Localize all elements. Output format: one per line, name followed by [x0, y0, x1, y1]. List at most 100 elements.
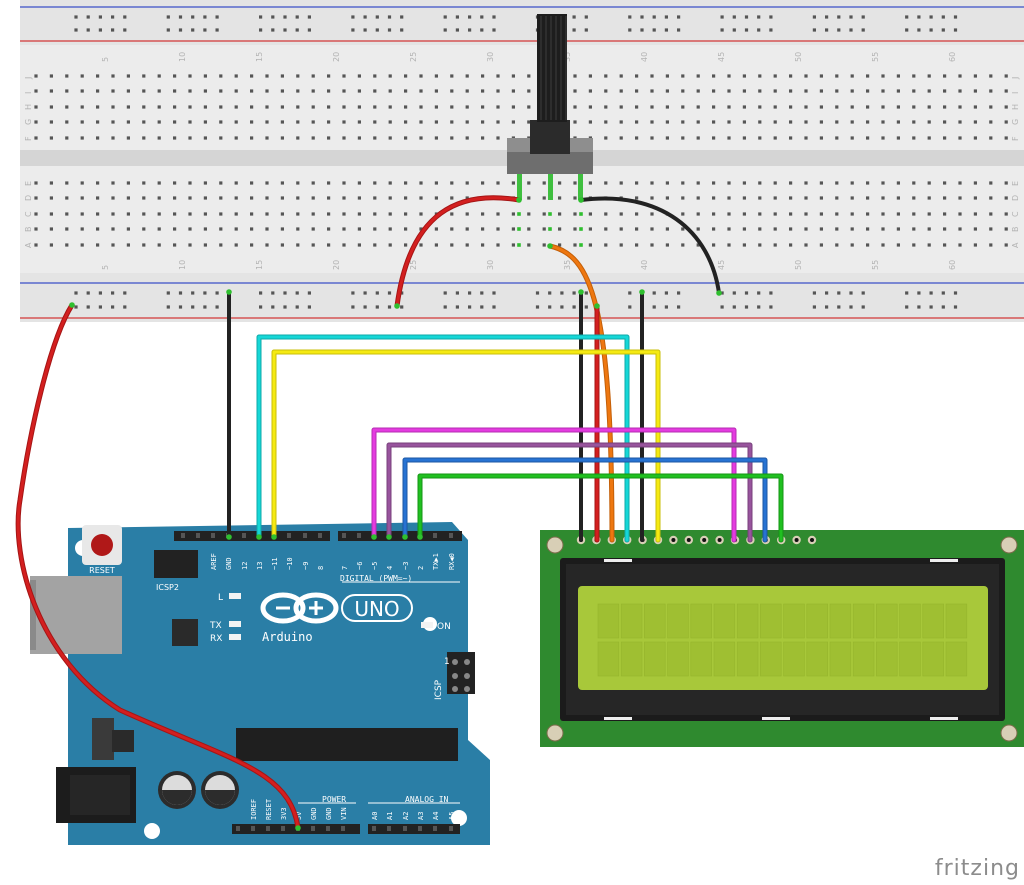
power-pin-label: GND: [310, 807, 318, 820]
breadboard-row-label: J: [24, 77, 33, 80]
breadboard-col-label: 50: [794, 52, 803, 62]
led-on: [421, 622, 433, 628]
led-l: [229, 593, 241, 599]
icsp-header: [447, 652, 475, 694]
breadboard-col-label: 5: [101, 265, 110, 270]
breadboard-col-label: 35: [563, 52, 572, 62]
mount-hole: [451, 810, 467, 826]
breadboard-col-label: 45: [717, 52, 726, 62]
top-pin-label: 7: [341, 566, 349, 570]
mount-hole: [144, 823, 160, 839]
wire-black-pot: [579, 196, 721, 295]
top-pin-label: TX▶1: [432, 553, 440, 570]
breadboard-col-label: 60: [948, 260, 957, 270]
breadboard-col-label: 55: [871, 260, 880, 270]
usb-chip: [172, 619, 198, 646]
reset-button-cap[interactable]: [91, 534, 113, 556]
breadboard-col-label: 5: [101, 57, 110, 62]
breadboard-col-label: 10: [178, 52, 187, 62]
breadboard-row-label: G: [1011, 119, 1020, 125]
breadboard-col-label: 25: [409, 260, 418, 270]
top-pin-label: ~11: [271, 557, 279, 570]
breadboard-col-label: 20: [332, 52, 341, 62]
arduino-board: [68, 522, 490, 845]
breadboard-row-label: B: [1011, 227, 1020, 233]
top-pin-label: 8: [317, 566, 325, 570]
breadboard-row-label: C: [24, 211, 33, 217]
analog-pin-label: A3: [417, 812, 425, 820]
breadboard-row-label: H: [1011, 104, 1020, 110]
top-pin-label: ~5: [371, 562, 379, 570]
arduino-text: Arduino: [262, 630, 313, 644]
wire-endpoints: [69, 197, 722, 831]
power-pin-label: VIN: [340, 807, 348, 820]
mount-hole: [546, 724, 564, 742]
breadboard-col-label: 30: [486, 260, 495, 270]
digital-label: DIGITAL (PWM=~): [340, 574, 412, 583]
led-l-label: L: [218, 593, 223, 603]
uno-badge: [341, 594, 413, 622]
top-pin-label: 13: [256, 562, 264, 570]
breadboard-row-label: F: [24, 136, 33, 141]
breadboard-col-label: 15: [255, 260, 264, 270]
uno-text: UNO: [354, 597, 399, 621]
breadboard-row-label: D: [24, 195, 33, 201]
usb-connector: [30, 576, 122, 654]
breadboard-row-label: D: [1011, 195, 1020, 201]
lcd-module: [540, 530, 1024, 747]
icsp-pin1-label: 1: [444, 657, 450, 667]
potentiometer: [507, 14, 593, 200]
wires: [15, 195, 784, 831]
mount-hole: [546, 536, 564, 554]
breadboard-col-label: 20: [332, 260, 341, 270]
breadboard-row-label: A: [24, 242, 33, 248]
voltage-regulator: [92, 718, 114, 760]
breadboard-col-label: 55: [871, 52, 880, 62]
breadboard-labels: 5510101515202025253030353540404545505055…: [24, 52, 1020, 270]
wire-cyan-pin12: [256, 334, 630, 543]
top-pin-label: ~10: [286, 557, 294, 570]
top-pin-label: ~9: [302, 562, 310, 570]
led-rx: [229, 634, 241, 640]
power-pin-label: RESET: [265, 798, 273, 820]
led-tx-label: TX: [209, 621, 222, 631]
top-pin-label: 12: [241, 562, 249, 570]
potentiometer-knob[interactable]: [537, 14, 567, 122]
power-pin-label: 5V: [295, 811, 303, 820]
breadboard-row-label: E: [1011, 181, 1020, 186]
power-label: POWER: [322, 795, 346, 804]
breadboard-col-label: 60: [948, 52, 957, 62]
mount-hole: [1000, 536, 1018, 554]
breadboard-col-label: 40: [640, 260, 649, 270]
breadboard-col-label: 25: [409, 52, 418, 62]
breadboard-row-label: H: [24, 104, 33, 110]
breadboard-row-label: I: [24, 92, 33, 94]
breadboard-col-label: 50: [794, 260, 803, 270]
reset-label: RESET: [89, 566, 115, 575]
analog-label: ANALOG IN: [405, 795, 449, 804]
mount-hole: [1000, 724, 1018, 742]
top-pin-label: GND: [225, 557, 233, 570]
breadboard-row-label: B: [24, 227, 33, 233]
breadboard-row-label: C: [1011, 211, 1020, 217]
led-on-label: ON: [437, 622, 451, 632]
wire-blue-pin3: [402, 457, 768, 543]
power-pin-label: GND: [325, 807, 333, 820]
analog-pin-label: A1: [386, 812, 394, 820]
header-digital-high: [174, 531, 330, 541]
breadboard-row-label: F: [1011, 136, 1020, 141]
breadboard-row-label: I: [1011, 92, 1020, 94]
icsp-label: ICSP: [434, 679, 444, 700]
arduino-logo: [260, 592, 339, 624]
analog-pin-label: A0: [371, 812, 379, 820]
breadboard-col-label: 30: [486, 52, 495, 62]
breadboard-col-label: 40: [640, 52, 649, 62]
top-pin-label: 2: [417, 566, 425, 570]
breadboard-row-label: J: [1011, 77, 1020, 80]
breadboard-col-label: 45: [717, 260, 726, 270]
header-digital-low: [338, 531, 462, 541]
analog-header: [368, 824, 460, 834]
analog-pin-label: A2: [402, 812, 410, 820]
top-pin-label: ~6: [356, 562, 364, 570]
